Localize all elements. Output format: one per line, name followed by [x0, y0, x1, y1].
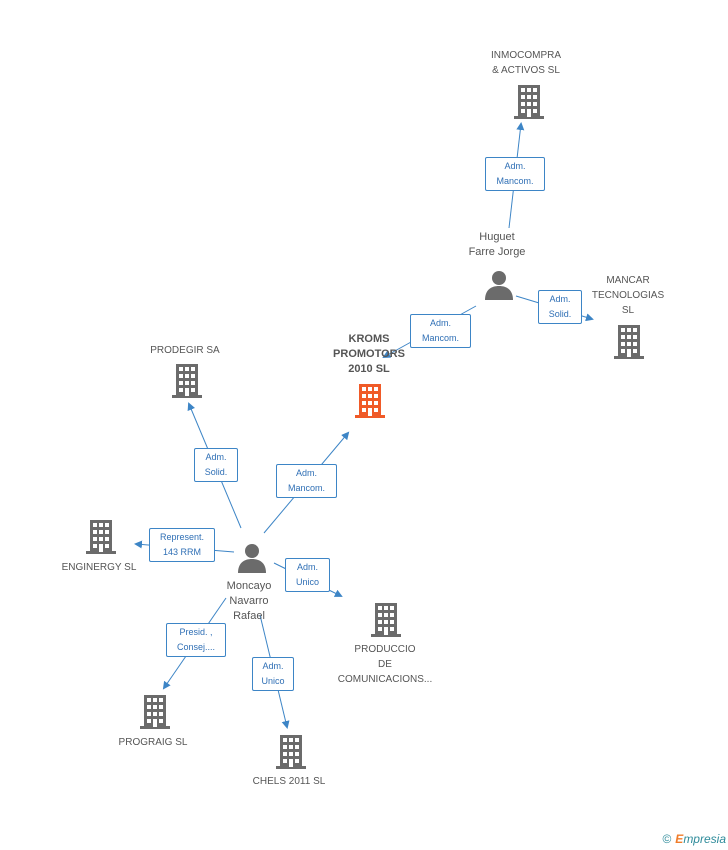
building-icon[interactable] [514, 85, 544, 119]
edge-label-huguet-mancar[interactable]: Adm. Solid. [538, 290, 582, 324]
edge-label-moncayo-prograig[interactable]: Presid. , Consej.... [166, 623, 226, 657]
building-icon[interactable] [614, 325, 644, 359]
brand-initial: E [675, 832, 684, 846]
node-label-enginergy[interactable]: ENGINERGY SL [61, 562, 137, 573]
node-label-inmocompra[interactable]: INMOCOMPRA & ACTIVOS SL [491, 50, 561, 76]
edge-label-moncayo-chels[interactable]: Adm. Unico [252, 657, 294, 691]
building-icon[interactable] [371, 603, 401, 637]
building-icon[interactable] [86, 520, 116, 554]
edge-label-huguet-kroms[interactable]: Adm. Mancom. [410, 314, 471, 348]
edge-label-moncayo-prodegir[interactable]: Adm. Solid. [194, 448, 238, 482]
node-label-kroms[interactable]: KROMS PROMOTORS 2010 SL [333, 333, 405, 375]
node-label-huguet[interactable]: Huguet Farre Jorge [468, 231, 526, 258]
node-label-prograig[interactable]: PROGRAIG SL [118, 737, 188, 748]
brand-footer[interactable]: ©Empresia [662, 832, 726, 846]
building-icon[interactable] [276, 735, 306, 769]
building-icon[interactable] [140, 695, 170, 729]
person-icon[interactable] [237, 543, 267, 573]
building-icon[interactable] [172, 364, 202, 398]
person-icon[interactable] [484, 270, 514, 300]
brand-name: mpresia [683, 832, 726, 846]
edge-label-moncayo-enginergy[interactable]: Represent. 143 RRM [149, 528, 215, 562]
node-label-chels[interactable]: CHELS 2011 SL [252, 776, 326, 787]
focus-building-icon[interactable] [355, 384, 385, 418]
edge-label-moncayo-produccio[interactable]: Adm. Unico [285, 558, 330, 592]
copyright-symbol: © [662, 832, 672, 846]
edge-label-moncayo-kroms[interactable]: Adm. Mancom. [276, 464, 337, 498]
node-label-moncayo[interactable]: Moncayo Navarro Rafael [226, 580, 272, 622]
node-label-mancar[interactable]: MANCAR TECNOLOGIAS SL [591, 275, 665, 316]
node-label-produccio[interactable]: PRODUCCIO DE COMUNICACIONS... [337, 644, 433, 685]
node-label-prodegir[interactable]: PRODEGIR SA [150, 345, 220, 356]
edge-label-huguet-inmocompra[interactable]: Adm. Mancom. [485, 157, 545, 191]
